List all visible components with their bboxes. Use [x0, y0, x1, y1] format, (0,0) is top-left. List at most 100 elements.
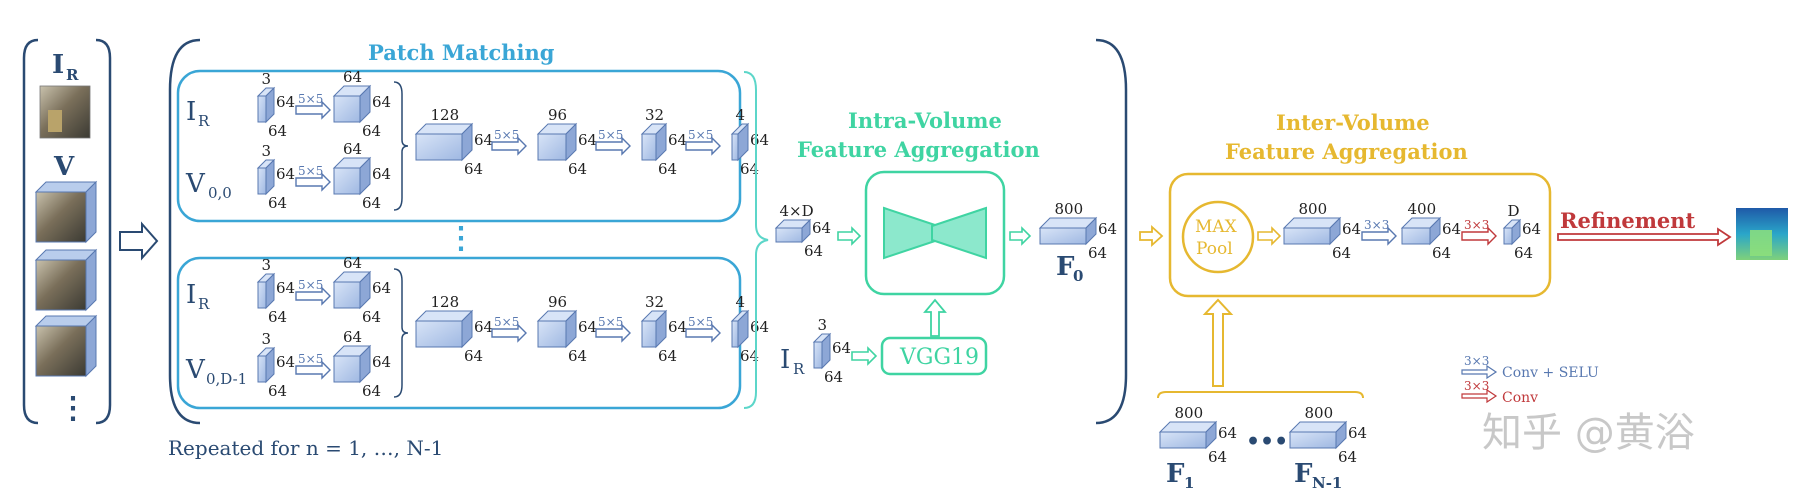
matching-middle-dots: ⋮ — [446, 221, 476, 256]
pm-chain-arrow-top-2 — [685, 136, 721, 156]
pm-input-slab-d-top-label: 3 — [262, 330, 272, 348]
f0-volume-depth-label: 64 — [1098, 220, 1117, 238]
pm-conv-output-d-width-label: 64 — [362, 382, 381, 400]
pm-chain-arrow-top-1 — [595, 136, 631, 156]
inter-block-d-depth-label: 64 — [1522, 220, 1541, 238]
pm-conv-arrow-c-kernel: 5×5 — [298, 278, 323, 292]
hourglass-decoder — [931, 206, 987, 260]
pm-conv-output-d-depth-label: 64 — [372, 353, 391, 371]
pool-out-arrow — [1257, 226, 1282, 246]
pm-chain-block-top-0-depth-label: 64 — [474, 131, 493, 149]
pm-conv-output-d — [332, 344, 372, 384]
pm-chain-block-top-0-width-label: 64 — [464, 160, 483, 178]
matching-left-bracket — [168, 38, 201, 425]
pm-conv-arrow-d — [295, 360, 331, 380]
pm-conv-output-c-width-label: 64 — [362, 308, 381, 326]
inter-volume-box — [1168, 172, 1552, 298]
pm-chain-block-bottom-1-width-label: 64 — [568, 347, 587, 365]
inter-block-d-top-label: D — [1508, 202, 1520, 220]
pm-input-slab-b-top-label: 3 — [262, 142, 272, 160]
pm-conv-output-a-top-label: 64 — [343, 68, 362, 86]
f0-volume-top-label: 800 — [1055, 200, 1084, 218]
pm-input-slab-d-width-label: 64 — [268, 382, 287, 400]
input-right-brace — [95, 38, 112, 425]
depth-map-object — [1750, 230, 1772, 256]
features-dots: ••• — [1246, 429, 1288, 455]
pm-conv-arrow-b — [295, 172, 331, 192]
pm-chain-arrow-bottom-2-kernel: 5×5 — [688, 315, 713, 329]
inter-block-800-width-label: 64 — [1332, 244, 1351, 262]
inter-block-400-top-label: 400 — [1408, 200, 1437, 218]
f1-sub: 1 — [1184, 474, 1194, 492]
pm-chain-block-bottom-2-depth-label: 64 — [668, 318, 687, 336]
pm-chain-block-top-2-depth-label: 64 — [668, 131, 687, 149]
pm-conv-output-b-width-label: 64 — [362, 194, 381, 212]
legend-red-kernel: 3×3 — [1464, 379, 1489, 393]
intra-input-volume-depth-label: 64 — [812, 219, 831, 237]
inter-block-800-depth-label: 64 — [1342, 220, 1361, 238]
pm-chain-block-bottom-0-top-label: 128 — [431, 293, 460, 311]
intra-title-line2: Feature Aggregation — [797, 137, 1040, 162]
pm-chain-arrow-top-2-kernel: 5×5 — [688, 128, 713, 142]
vgg19-label: VGG19 — [899, 345, 979, 370]
top-row2-sub: 0,0 — [208, 184, 232, 202]
top-row2-label: V — [185, 169, 206, 199]
pm-pair-brace-top — [393, 81, 409, 211]
pm-conv-output-d-top-label: 64 — [343, 328, 362, 346]
max-pool-line2: Pool — [1196, 239, 1233, 259]
pm-chain-block-bottom-1-top-label: 96 — [548, 293, 567, 311]
intra-ir-sub: R — [793, 360, 805, 378]
pm-chain-arrow-bottom-1 — [595, 323, 631, 343]
pm-chain-arrow-top-1-kernel: 5×5 — [598, 128, 623, 142]
input-ir-sub: R — [66, 66, 79, 84]
pm-chain-block-top-2-top-label: 32 — [645, 106, 664, 124]
refinement-label: Refinement — [1560, 208, 1696, 233]
intra-title-line1: Intra-Volume — [848, 108, 1002, 133]
f0-volume — [1038, 216, 1098, 246]
fn-volume-depth-label: 64 — [1348, 424, 1367, 442]
pm-chain-arrow-bottom-1-kernel: 5×5 — [598, 315, 623, 329]
pm-chain-arrow-bottom-0-kernel: 5×5 — [494, 315, 519, 329]
pm-input-slab-d-depth-label: 64 — [276, 353, 295, 371]
legend-red-arrow — [1461, 388, 1498, 404]
pm-conv-output-b-top-label: 64 — [343, 140, 362, 158]
pm-chain-block-bottom-3 — [730, 309, 750, 349]
f1-volume-width-label: 64 — [1208, 448, 1227, 466]
intra-input-volume-width-label: 64 — [804, 242, 823, 260]
source-frame-1 — [34, 180, 98, 244]
inter-block-d-width-label: 64 — [1514, 244, 1533, 262]
pm-input-slab-d — [256, 346, 276, 384]
watermark: 知乎 @黄浴 — [1482, 410, 1695, 456]
inter-conv-arrow — [1461, 226, 1497, 246]
pm-conv-output-b-depth-label: 64 — [372, 165, 391, 183]
pm-chain-block-top-0 — [414, 122, 474, 162]
fn-volume — [1288, 420, 1348, 450]
max-pool-circle — [1181, 200, 1255, 274]
pm-chain-block-bottom-1 — [536, 309, 578, 349]
repeated-caption: Repeated for n = 1, …, N-1 — [168, 436, 443, 460]
pm-pair-brace-bottom — [393, 268, 409, 398]
top-panel-contents: I R V 0,0 — [185, 97, 232, 202]
pm-input-slab-a-width-label: 64 — [268, 122, 287, 140]
inter-block-800 — [1282, 216, 1342, 246]
intra-out-arrow — [1009, 226, 1032, 246]
f1-volume-depth-label: 64 — [1218, 424, 1237, 442]
fn-sub: N-1 — [1312, 474, 1342, 492]
pm-conv-output-b — [332, 156, 372, 196]
inter-block-400-depth-label: 64 — [1442, 220, 1461, 238]
pm-input-slab-c-width-label: 64 — [268, 308, 287, 326]
pm-chain-block-bottom-2-top-label: 32 — [645, 293, 664, 311]
pm-input-slab-a-top-label: 3 — [262, 70, 272, 88]
bottom-row1-label: I — [186, 280, 196, 310]
pm-conv-arrow-c — [295, 286, 331, 306]
pm-chain-block-top-3-top-label: 4 — [736, 106, 746, 124]
bottom-row2-sub: 0,D-1 — [206, 370, 247, 388]
intra-input-volume-top-label: 4×D — [780, 202, 814, 220]
legend: 3×3 Conv + SELU 3×3 Conv — [1461, 354, 1599, 406]
pm-chain-block-top-2 — [640, 122, 668, 162]
pm-conv-output-a-width-label: 64 — [362, 122, 381, 140]
inter-title-line2: Feature Aggregation — [1225, 139, 1468, 164]
vgg-up-arrow — [923, 298, 947, 337]
